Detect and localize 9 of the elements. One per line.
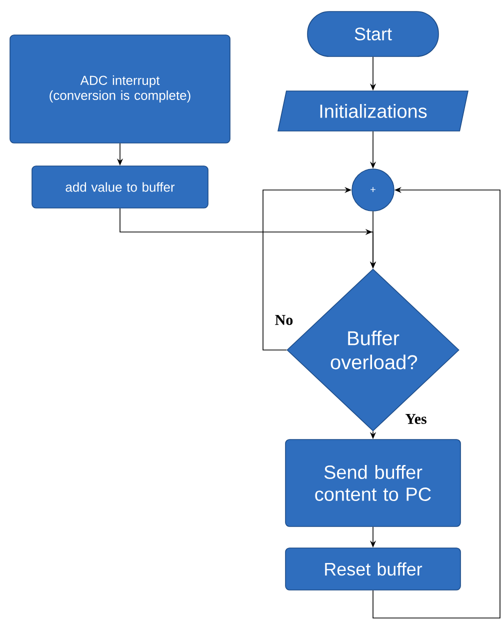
process-box: add value to buffer: [32, 166, 208, 208]
input-parallelogram: Initializations: [278, 90, 468, 132]
process-box: Reset buffer: [285, 548, 461, 590]
process-box: Send buffer content to PC: [285, 439, 461, 527]
process-box: ADC interrupt (conversion is complete): [10, 34, 230, 144]
terminator-box: Start: [307, 11, 439, 57]
edge-label: Yes: [404, 413, 428, 425]
plus-sign: +: [370, 187, 376, 192]
connector-circle: [352, 168, 394, 212]
